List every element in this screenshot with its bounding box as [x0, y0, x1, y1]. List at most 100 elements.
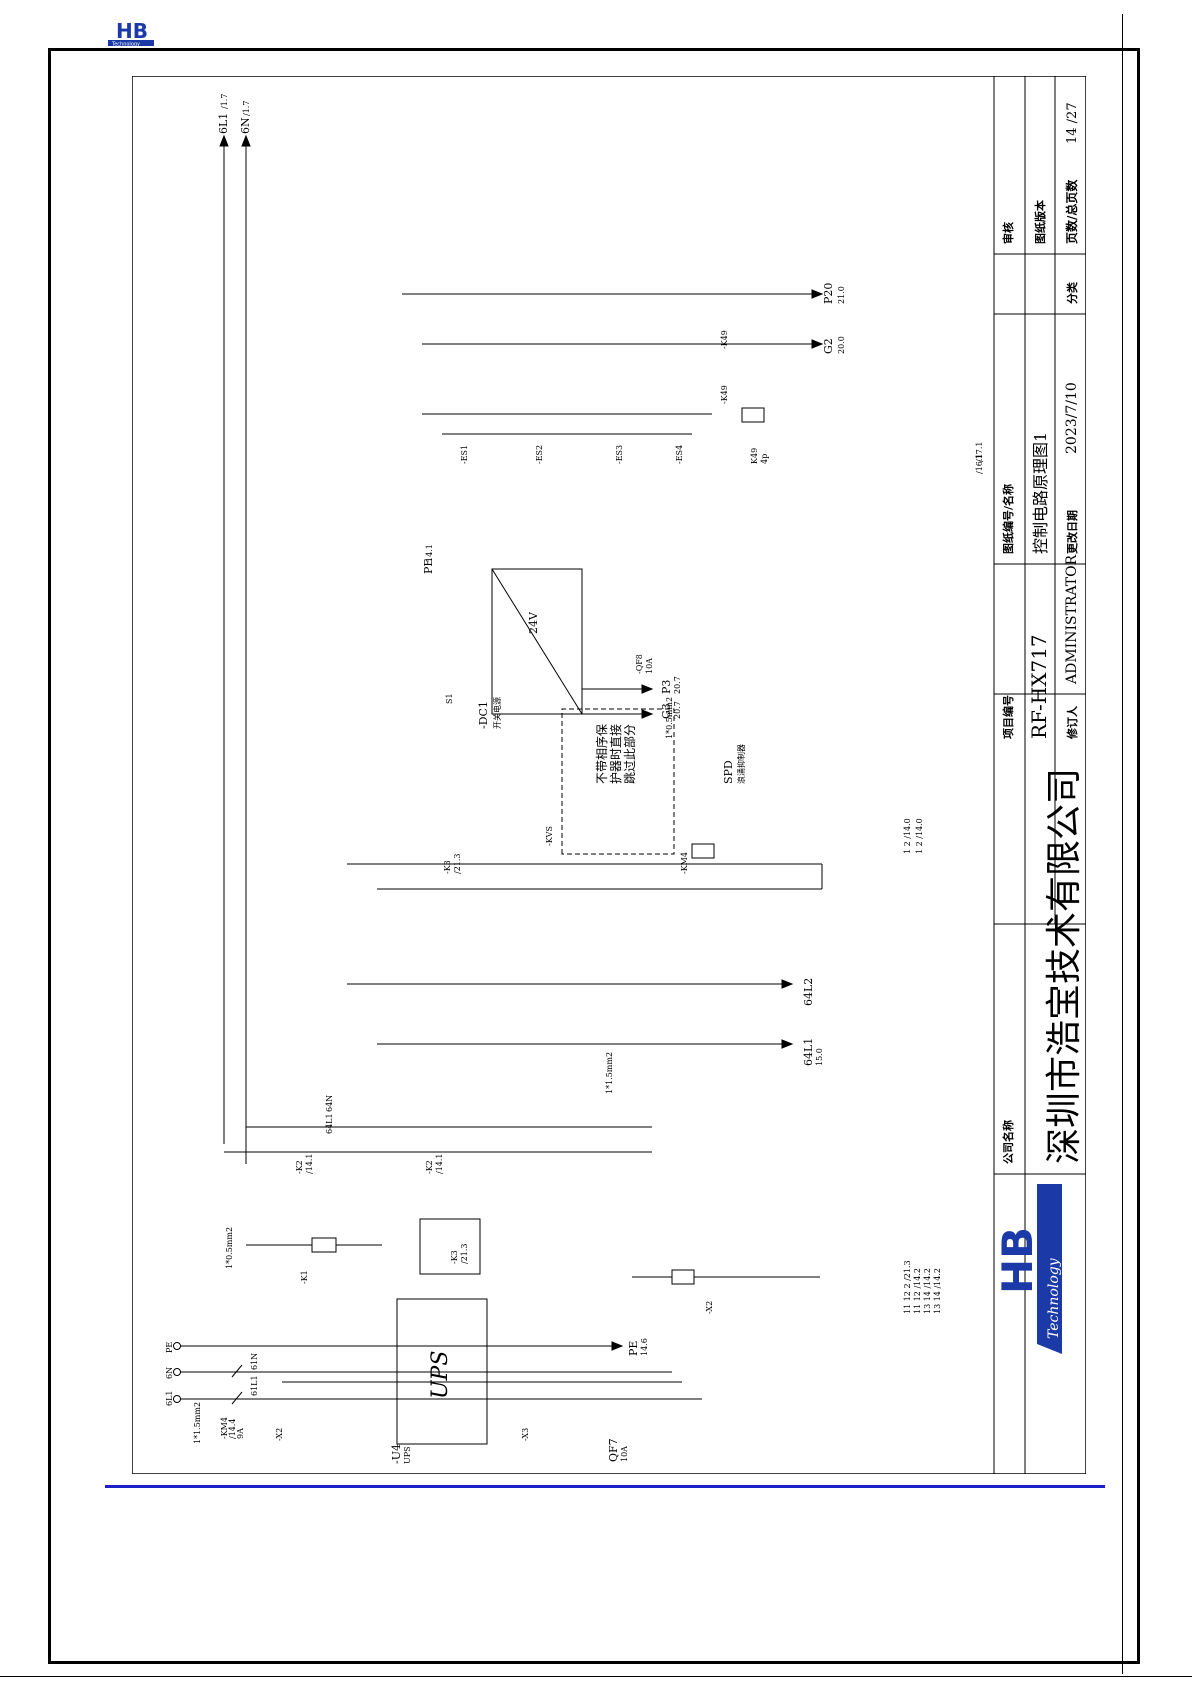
rail-6n-ref: /1.7: [242, 101, 251, 116]
date: 2023/7/10: [1064, 382, 1080, 454]
k2-mid-ref: /14.1: [435, 1153, 444, 1174]
qf7-tag: QF7: [607, 1438, 620, 1462]
k2-coil-tag: -X2: [705, 1301, 714, 1314]
project-no-label: 项目编号: [1001, 695, 1015, 739]
wire-size-input: 1*1.5mm2: [193, 1402, 202, 1444]
k2-top-tag: -K2: [295, 1160, 304, 1174]
qf7-pe-ref: 14.6: [640, 1338, 649, 1356]
header-logo-mark: HB: [116, 19, 148, 43]
k2-net2: 64N: [325, 1095, 334, 1112]
drawing-name: 控制电路原理图1: [1031, 432, 1050, 554]
km4-coil-tag: -KM4: [680, 852, 689, 874]
s1-tag: S1: [445, 693, 454, 704]
pe-out-ref: 14.1: [425, 544, 434, 562]
right-rule: [1122, 14, 1123, 1674]
k3-main-tag: -K3: [443, 860, 452, 874]
page-number: 14 /27: [1065, 102, 1080, 144]
header-logo: HB Technology: [108, 19, 154, 48]
km4-rating: 9A: [236, 1428, 245, 1439]
es3-tag: -ES3: [615, 445, 624, 464]
x3-tag: -X3: [521, 1428, 530, 1441]
p3-ref: 20.7: [673, 676, 682, 694]
dc1-tag: -DC1: [477, 701, 490, 729]
qf8-tag: -QF8: [635, 654, 644, 674]
ups-unit: UPS -U4 UPS -X2 -X3: [275, 1298, 530, 1464]
kvs-note-1: 不带相序保: [594, 724, 609, 784]
kvs-branch: -K3 /21.3 -KVS 不带相序保 护器时直接 跳过此部分 -KM4 SP…: [347, 708, 924, 890]
title-logo: HB Technology: [993, 1184, 1062, 1394]
p20-ref: 21.0: [837, 286, 846, 304]
es-chain: -ES1 -ES2 -ES3 -ES4 K49 4p /16.1 /17.1: [422, 407, 984, 474]
g2-label: G2: [822, 338, 835, 354]
k49-coil-tag: K49: [750, 448, 759, 464]
rail-6l1: 6L1: [217, 113, 230, 134]
dc1-sub: 开关电源: [492, 697, 502, 729]
input-pe: PE: [165, 1342, 174, 1353]
k2-xrefs: 11 12 2 /21.3 11 12 /14.2 13 14 /14.2 13…: [903, 1260, 942, 1314]
k49-b-tag: -K49: [720, 330, 729, 349]
qf7-breaker: QF7 10A PE 14.6: [487, 1338, 702, 1462]
kvs-tag: -KVS: [545, 826, 554, 846]
k49-coil-sub: 4p: [760, 454, 769, 464]
k3-ups-tag: -K3: [450, 1250, 459, 1264]
k2-coil: -X2: [632, 1269, 820, 1314]
spd-sub: 浪涌抑制器: [736, 744, 746, 784]
title-logo-mark: HB: [993, 1227, 1042, 1294]
km4-net1: 61L1: [250, 1375, 259, 1396]
p3-label: P3: [660, 680, 673, 694]
out-64l2: 64L2: [802, 978, 815, 1006]
kvs-note-2: 护器时直接: [608, 724, 623, 784]
xref-k2-2: 11 12 /14.2: [913, 1268, 922, 1314]
k2-mid-tag: -K2: [425, 1160, 434, 1174]
k1-coil: -K1 1*0.5mm2: [225, 1227, 382, 1284]
p20-label: P20: [822, 283, 835, 304]
k2-contacts: -K2 /14.1 -K2 /14.1 64L1 64N: [224, 1095, 682, 1383]
k49-outputs: -K49 -K49 G2 20.0 P20 21.0: [402, 283, 846, 404]
reviewer-label: 审核: [1001, 222, 1015, 244]
km4-tag: -KM4: [220, 1417, 229, 1439]
title-block: HB Technology 公司名称 深圳市浩宝技术有限公司 项目编号 RF-H…: [993, 76, 1086, 1474]
company-name: 深圳市浩宝技术有限公司: [1044, 768, 1085, 1164]
kvs-note-3: 跳过此部分: [622, 724, 637, 784]
input-6l1: 6L1: [165, 1391, 174, 1407]
es1-tag: -ES1: [460, 445, 469, 464]
qf8-rating: 10A: [645, 658, 654, 674]
project-no: RF-HX717: [1027, 634, 1051, 739]
company-label: 公司名称: [1001, 1120, 1015, 1164]
ups-tag: -U4: [390, 1444, 403, 1464]
pe-out: PE: [422, 559, 435, 574]
out-64l1-ref: 15.0: [815, 1048, 824, 1066]
wire-64: 1*1.5mm2: [605, 1052, 614, 1094]
supply-rails: 6L1 /1.7 6N /1.7: [217, 94, 252, 1164]
k2-top-ref: /14.1: [305, 1153, 314, 1174]
header-logo-text: Technology: [111, 42, 140, 48]
xref-k2-4: 13 14 /14.2: [933, 1268, 942, 1314]
reviser: ADMINISTRATOR: [1064, 554, 1080, 685]
dc1-power-supply: 24V -DC1 开关电源 S1 PE 14.1 -QF8 10A P3 20.…: [422, 544, 682, 739]
xref-k49-2: /17.1: [975, 441, 984, 462]
wire-k1: 1*0.5mm2: [225, 1227, 234, 1269]
xref-k2-3: 13 14 /14.2: [923, 1268, 932, 1314]
title-logo-text: Technology: [1046, 1257, 1062, 1339]
bottom-rule: [0, 1676, 1192, 1677]
input-6n: 6N: [165, 1367, 174, 1379]
es2-tag: -ES2: [535, 445, 544, 464]
k1-tag: -K1: [300, 1270, 309, 1284]
spd-label: SPD: [722, 760, 735, 784]
x2-tag: -X2: [275, 1428, 284, 1441]
xref-k49-1: /16.1: [975, 453, 984, 474]
ups-sub: UPS: [403, 1446, 412, 1464]
g2-ref: 20.0: [837, 336, 846, 354]
page-frame: [48, 48, 1140, 1664]
km4-ref: /14.4: [228, 1418, 237, 1439]
date-label: 更改日期: [1065, 510, 1079, 554]
xref-km4-2: 1 2 /14.0: [915, 818, 924, 854]
km4-contacts: -KM4 /14.4 9A 61L1 61N: [220, 1353, 259, 1439]
footer-blue-line: [105, 1485, 1105, 1488]
k49-a-tag: -K49: [720, 385, 729, 404]
k3-ups-contact: -K3 /21.3: [419, 1218, 481, 1275]
version-label: 图纸版本: [1033, 200, 1047, 244]
k3-ups-ref: /21.3: [460, 1243, 469, 1264]
qf7-rating: 10A: [620, 1446, 629, 1462]
km4-net2: 61N: [250, 1353, 259, 1370]
